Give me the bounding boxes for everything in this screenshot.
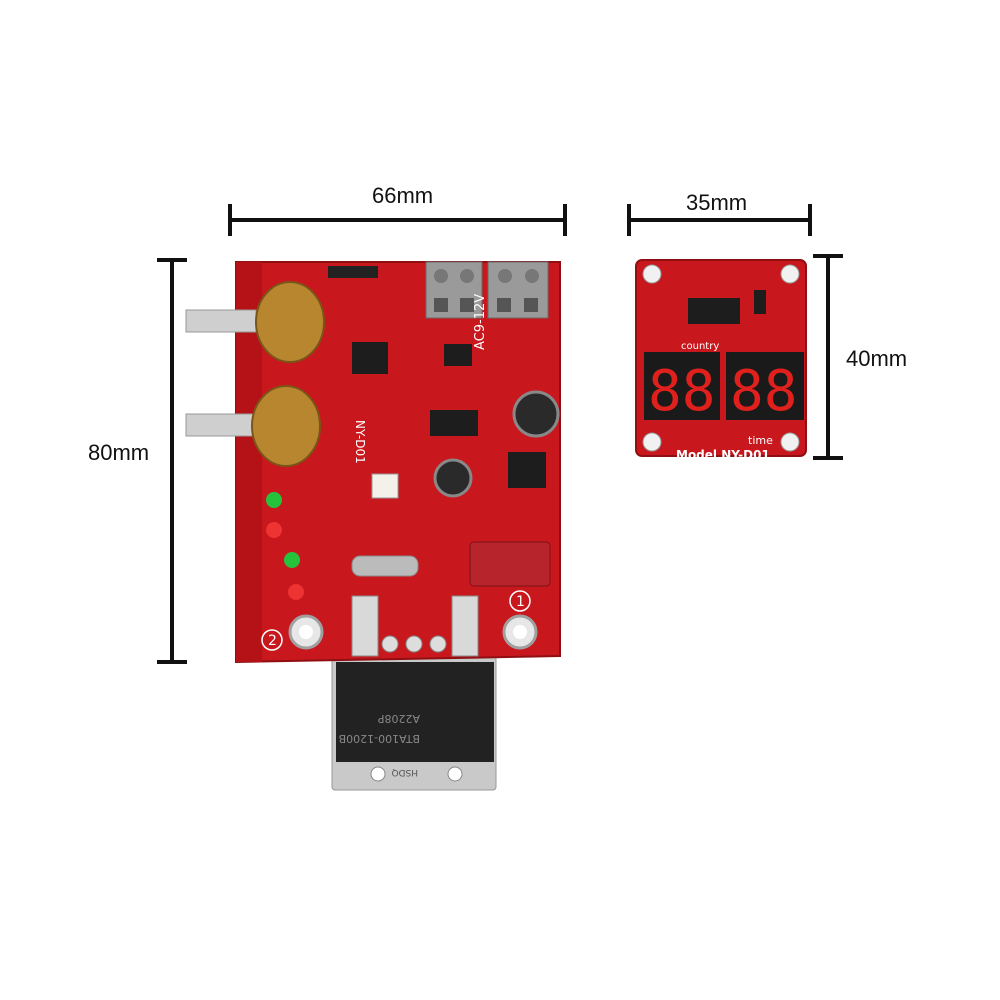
display-driver-ic (688, 298, 740, 324)
potentiometer (251, 385, 321, 467)
width-dimension-tick-right (563, 204, 567, 236)
potentiometer-shaft (185, 309, 257, 333)
label-country: country (681, 341, 719, 352)
height-dimension-line (170, 260, 174, 662)
circle-label-1: 1 (516, 594, 525, 610)
display-height-tick-bottom (813, 456, 843, 460)
regulator (508, 452, 546, 488)
triac-batch-code: A2208P (377, 712, 420, 725)
display-right (726, 352, 804, 420)
display-width-tick-left (627, 204, 631, 236)
led-red (288, 584, 304, 600)
circle-label-2: 2 (268, 633, 277, 649)
ic-chip (352, 342, 388, 374)
display-height-line (826, 256, 830, 458)
label-time: time (748, 434, 773, 447)
resistor (351, 555, 419, 577)
triac-part-number: BTA100-1200B (339, 732, 420, 745)
led-green (284, 552, 300, 568)
display-left (644, 352, 720, 420)
potentiometer-shaft (185, 413, 257, 437)
triac-module-body (336, 662, 494, 762)
mounting-hole (780, 432, 800, 452)
digits-right: 88 (730, 359, 797, 424)
display-width-label: 35mm (686, 190, 748, 215)
height-dimension-tick-bottom (157, 660, 187, 664)
mounting-hole (780, 264, 800, 284)
heatsink-hole (370, 766, 386, 782)
led-red (266, 522, 282, 538)
height-dimension-tick-top (157, 258, 187, 262)
triac-brand: HSDQ (392, 767, 419, 777)
display-height-tick-top (813, 254, 843, 258)
width-dimension-tick-left (228, 204, 232, 236)
width-dimension-line (230, 218, 566, 222)
ic-chip (444, 344, 472, 366)
ic-chip (430, 410, 478, 436)
main-height-label: 80mm (88, 440, 150, 465)
heatsink-hole (447, 766, 463, 782)
led-green (266, 492, 282, 508)
display-width-line (629, 218, 811, 222)
main-width-label: 66mm (372, 183, 434, 208)
digits-left: 88 (648, 359, 715, 424)
display-model-label: Model NY-D01 (676, 448, 770, 462)
capacitor (512, 390, 560, 438)
model-silkscreen: NY-D01 (353, 420, 367, 464)
film-capacitor (469, 541, 551, 587)
optocoupler (371, 473, 399, 499)
capacitor (433, 458, 473, 498)
mounting-hole (642, 432, 662, 452)
display-height-label: 40mm (846, 346, 908, 371)
display-width-tick-right (808, 204, 812, 236)
potentiometer (255, 281, 325, 363)
mounting-hole (642, 264, 662, 284)
voltage-silkscreen: AC9-12V (473, 294, 488, 350)
pin-header (328, 266, 378, 278)
